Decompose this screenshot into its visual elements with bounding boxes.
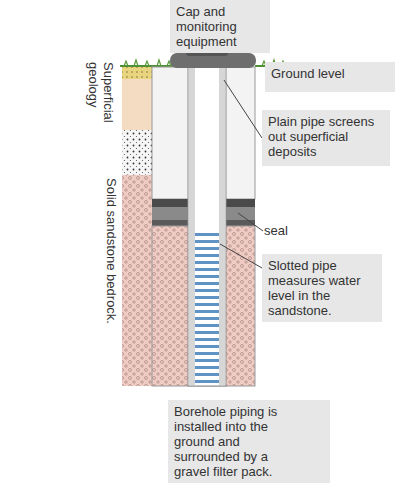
gravel-filter-pack [152,226,255,386]
pipe-shading [219,59,225,385]
callout-box: Plain pipe screens out superficial depos… [262,110,390,166]
borehole-pipe [188,58,226,386]
callout-text: Ground level [271,66,389,81]
callout-box: Cap and monitoring equipment [170,0,270,53]
slotted-pipe [195,230,219,384]
leader-lines [212,48,263,268]
callout-text: Plain pipe screens out superficial depos… [268,114,384,159]
callout-text: Borehole piping is installed into the gr… [174,404,299,479]
callout-text: Cap and monitoring equipment [176,4,264,49]
callout-text: Slotted pipe measures water level in the… [268,258,376,318]
gravel-layer [122,130,152,175]
part-label: seal [264,223,288,238]
layer-label: Superficial geology [86,62,116,170]
callout-box: Ground level [265,62,395,92]
callout-box: Borehole piping is installed into the gr… [168,400,330,483]
topsoil-layer [122,67,152,79]
superficial-layer [122,79,152,130]
sandstone-layer [122,175,152,386]
callout-box: Slotted pipe measures water level in the… [262,254,382,322]
layer-label: Solid sandstone bedrock. [104,178,119,378]
pipe-shading [189,59,195,385]
